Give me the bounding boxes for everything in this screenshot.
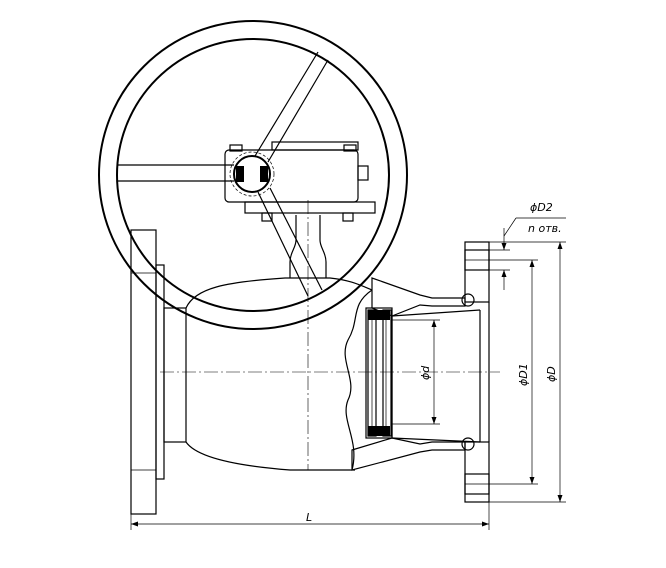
right-flange bbox=[461, 241, 490, 503]
dim-bolt-hole-count: n отв. bbox=[528, 222, 562, 235]
left-flange bbox=[130, 229, 187, 515]
dimensions: L ϕd ϕD1 ϕD ϕD2 n отв. bbox=[130, 201, 566, 530]
centerlines bbox=[160, 200, 500, 470]
dim-bore: ϕd bbox=[419, 365, 432, 380]
dim-bolt-circle: ϕD1 bbox=[517, 363, 530, 386]
dim-bolt-hole: ϕD2 bbox=[530, 201, 553, 214]
dim-flange-outer: ϕD bbox=[545, 366, 558, 382]
handwheel bbox=[98, 20, 408, 330]
valve-body bbox=[185, 215, 373, 471]
dim-length: L bbox=[306, 511, 312, 524]
gearbox bbox=[224, 141, 376, 222]
nozzle-section bbox=[351, 277, 481, 471]
